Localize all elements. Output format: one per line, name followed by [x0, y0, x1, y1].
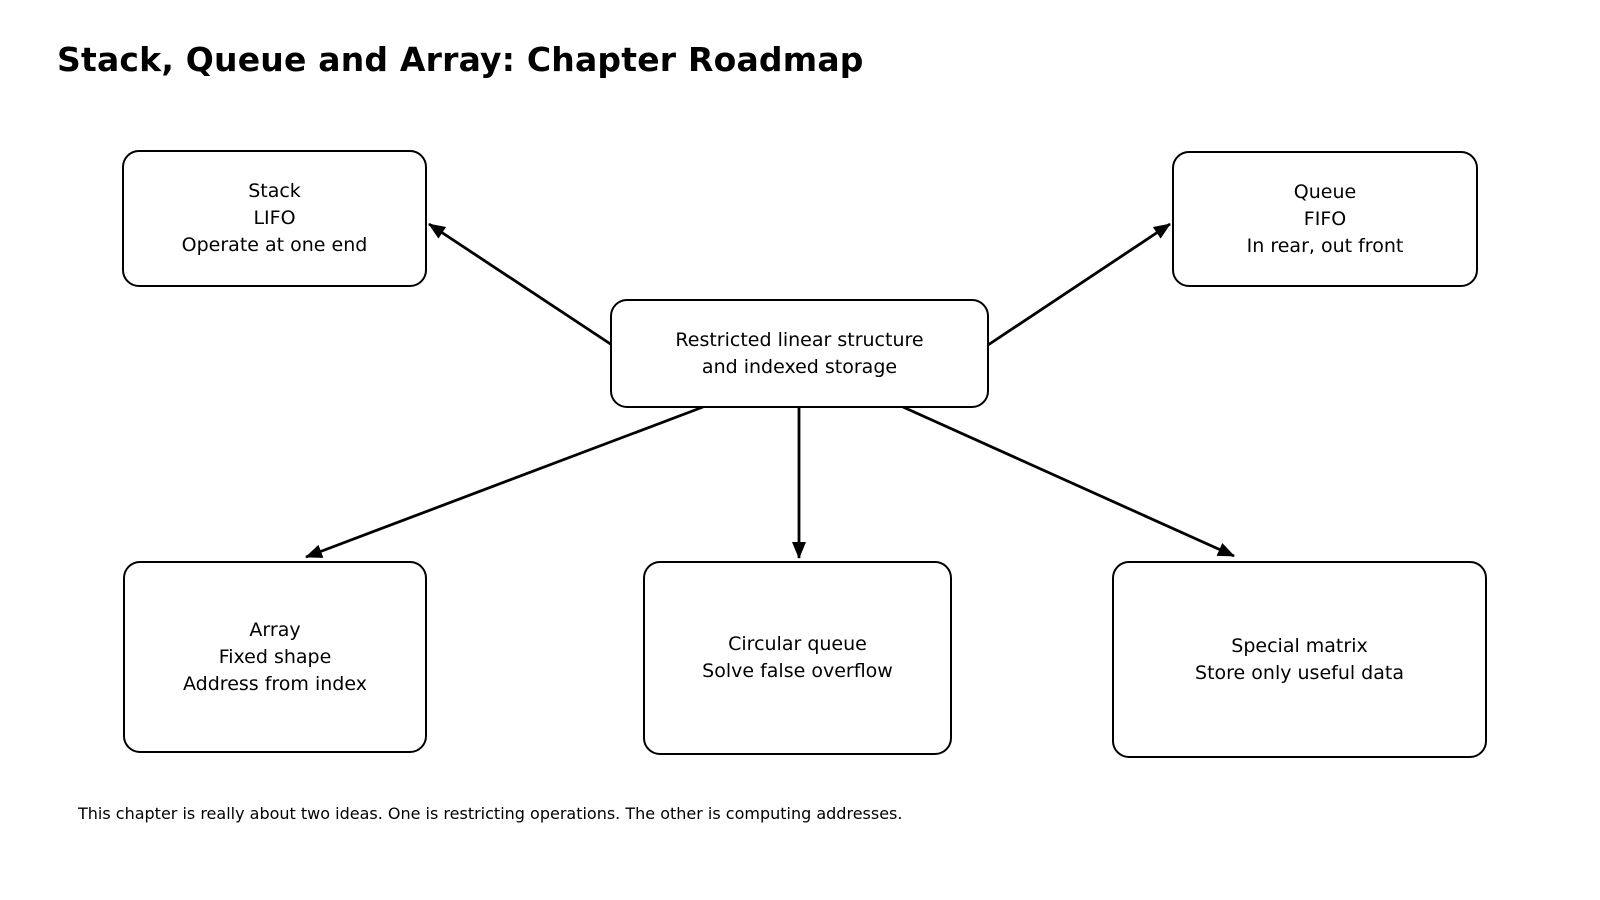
node-array-line: Array: [249, 618, 301, 641]
node-array-line: Address from index: [183, 672, 367, 695]
node-queue: Queue FIFO In rear, out front: [1172, 151, 1478, 287]
node-circular-queue-line: Circular queue: [728, 633, 867, 655]
diagram-title: Stack, Queue and Array: Chapter Roadmap: [57, 40, 864, 79]
arrow-center-to-array: [305, 405, 704, 559]
diagram-caption: This chapter is really about two ideas. …: [78, 804, 903, 823]
node-queue-line: Queue: [1293, 180, 1357, 203]
node-restricted-linear-structure: Restricted linear structure and indexed …: [610, 299, 989, 408]
node-special-matrix: Special matrix Store only useful data: [1112, 561, 1487, 758]
node-array-line: Fixed shape: [218, 645, 332, 668]
node-center-line: and indexed storage: [701, 355, 898, 378]
node-queue-line: FIFO: [1303, 207, 1347, 230]
node-array: Array Fixed shape Address from index: [123, 561, 427, 753]
node-stack-line: Stack: [248, 180, 301, 202]
node-queue-line: In rear, out front: [1246, 234, 1404, 257]
arrow-center-to-queue: [987, 222, 1171, 347]
node-circular-queue-line: Solve false overflow: [702, 660, 893, 682]
arrow-center-to-special-matrix: [902, 405, 1235, 558]
arrow-center-to-stack: [428, 222, 613, 347]
node-stack-line: LIFO: [253, 207, 296, 229]
node-special-matrix-line: Special matrix: [1231, 634, 1368, 657]
node-stack-line: Operate at one end: [181, 234, 368, 256]
node-center-line: Restricted linear structure: [675, 328, 924, 351]
node-circular-queue: Circular queue Solve false overflow: [643, 561, 952, 755]
node-special-matrix-line: Store only useful data: [1195, 661, 1404, 684]
node-stack: Stack LIFO Operate at one end: [122, 150, 427, 287]
